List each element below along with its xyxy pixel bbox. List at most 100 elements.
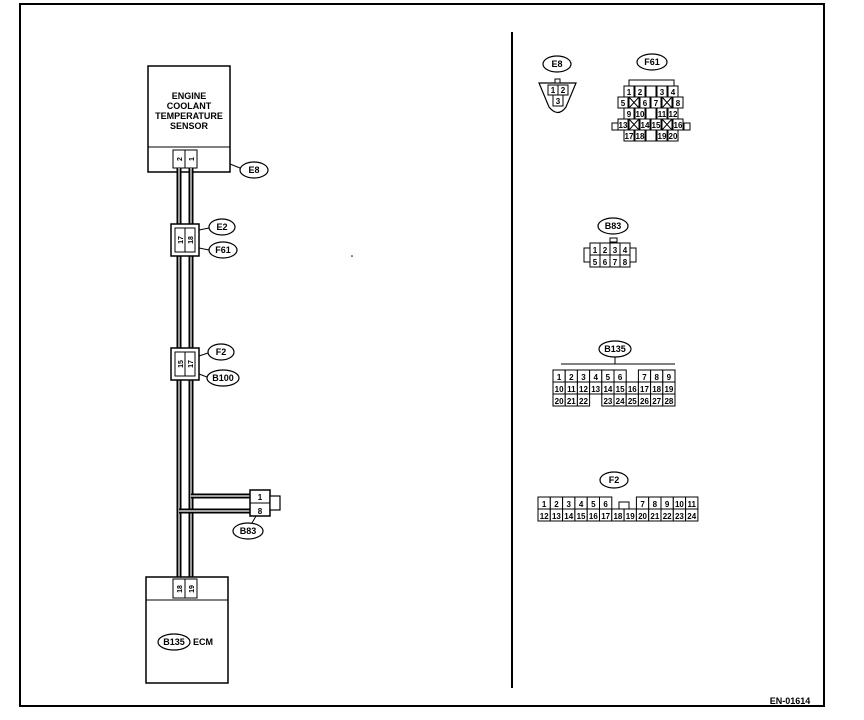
b83-connector: 1 8 bbox=[249, 489, 281, 517]
f61-view-pin-5: 5 bbox=[621, 99, 626, 108]
b83-view-pin-4: 4 bbox=[623, 246, 628, 255]
b83-view-pin-5: 5 bbox=[593, 258, 598, 267]
b83-view-pin-3: 3 bbox=[613, 246, 618, 255]
b135-view-pin-12: 12 bbox=[579, 385, 588, 394]
f2-view-pin-22: 22 bbox=[663, 512, 672, 521]
svg-text:E8: E8 bbox=[551, 59, 562, 69]
e2-pin-17: 17 bbox=[178, 236, 185, 244]
b83-view-pin-1: 1 bbox=[593, 246, 598, 255]
b135-view-pin-11: 11 bbox=[567, 385, 576, 394]
b100-label: B100 bbox=[206, 369, 240, 387]
b135-view-pin-22: 22 bbox=[579, 397, 588, 406]
b135-view-pin-10: 10 bbox=[555, 385, 564, 394]
f61-view-pin-blank-2-2-cell bbox=[645, 107, 657, 120]
f2-view-pin-24-cell bbox=[685, 508, 699, 522]
svg-text:F2: F2 bbox=[216, 347, 227, 357]
f2-view-pin-2: 2 bbox=[554, 500, 559, 509]
b83-view-pin-8: 8 bbox=[623, 258, 628, 267]
f61-left-latch bbox=[611, 122, 619, 131]
b135-view-pin-21: 21 bbox=[567, 397, 576, 406]
f61-view-pin-5-cell bbox=[617, 96, 629, 109]
svg-text:B83: B83 bbox=[605, 221, 622, 231]
f61-view-pin-1: 1 bbox=[627, 88, 632, 97]
sensor-label-line4: SENSOR bbox=[170, 121, 209, 131]
b135-view-pin-9: 9 bbox=[667, 373, 672, 382]
f61-view-pin-17-cell bbox=[623, 129, 635, 142]
f61-view-pin-15: 15 bbox=[652, 121, 661, 130]
f61-view-pin-7: 7 bbox=[654, 99, 659, 108]
connector-view-e8: E8 1 2 3 bbox=[538, 55, 577, 114]
sensor-label-line1: ENGINE bbox=[172, 91, 207, 101]
b83-label: B83 bbox=[232, 522, 264, 540]
b135-view-pin-1: 1 bbox=[557, 373, 562, 382]
sensor-pin-2: 2 bbox=[177, 157, 184, 161]
b135-label-oval bbox=[157, 633, 191, 651]
b135-view-pin-20: 20 bbox=[555, 397, 564, 406]
f2-view-pin-8: 8 bbox=[653, 500, 658, 509]
f61-view-pin-9: 9 bbox=[627, 110, 632, 119]
f2-key-slot bbox=[618, 501, 630, 510]
f2-view-pin-12: 12 bbox=[540, 512, 549, 521]
e8-view-pin-3: 3 bbox=[556, 97, 561, 106]
b83-pin-1: 1 bbox=[258, 493, 263, 502]
f2-view-pin-6: 6 bbox=[603, 500, 608, 509]
f61-view-pin-blank-1-1-cross bbox=[628, 96, 640, 109]
f2-view-pin-13: 13 bbox=[552, 512, 561, 521]
b135-view-pin-7: 7 bbox=[642, 373, 647, 382]
f61-view-pin-13: 13 bbox=[619, 121, 628, 130]
svg-text:E2: E2 bbox=[216, 222, 227, 232]
f61-view-pin-10: 10 bbox=[636, 110, 645, 119]
f61-view-pin-blank-1-4-cross bbox=[661, 96, 673, 109]
figure-code: EN-01614 bbox=[770, 696, 811, 706]
ecm-label: ECM bbox=[193, 637, 213, 647]
f61-view-pin-8: 8 bbox=[676, 99, 681, 108]
b135-view-pin-13: 13 bbox=[591, 385, 600, 394]
e8-label: E8 bbox=[239, 161, 269, 179]
f2-view-pin-24: 24 bbox=[687, 512, 696, 521]
b135-view-pin-4: 4 bbox=[593, 373, 598, 382]
b83-pin-8: 8 bbox=[258, 507, 263, 516]
coolant-temp-sensor: ENGINE COOLANT TEMPERATURE SENSOR 2 1 bbox=[147, 65, 231, 173]
svg-text:E8: E8 bbox=[248, 165, 259, 175]
b135-view-pin-15: 15 bbox=[616, 385, 625, 394]
svg-text:F61: F61 bbox=[215, 245, 231, 255]
f61-view-pin-20-cell bbox=[667, 129, 679, 142]
diagram-frame bbox=[19, 3, 825, 707]
f2-view-pin-1: 1 bbox=[542, 500, 547, 509]
f2-view-pin-20: 20 bbox=[638, 512, 647, 521]
ecm: 18 19 B135 ECM bbox=[145, 576, 229, 684]
f2-view-pin-21: 21 bbox=[650, 512, 659, 521]
f2-pin-17: 17 bbox=[188, 360, 195, 368]
b135-view-pin-22-cell bbox=[576, 393, 591, 407]
f61-view-pin-blank-3-1-cross bbox=[628, 118, 640, 131]
sensor-pin-1: 1 bbox=[189, 157, 196, 161]
ecm-pin-18: 18 bbox=[177, 585, 184, 593]
f61-view-pin-20: 20 bbox=[669, 132, 678, 141]
b135-view-pin-16: 16 bbox=[628, 385, 637, 394]
f2-view-pin-7: 7 bbox=[640, 500, 645, 509]
b135-view-pin-28: 28 bbox=[664, 397, 673, 406]
b83-view-pin-6: 6 bbox=[603, 258, 608, 267]
f2-view-pin-18: 18 bbox=[613, 512, 622, 521]
svg-text:B135: B135 bbox=[604, 344, 626, 354]
f61-view-pin-12: 12 bbox=[669, 110, 678, 119]
sensor-label-line3: TEMPERATURE bbox=[155, 111, 223, 121]
f61-view-pin-6: 6 bbox=[643, 99, 648, 108]
f61-view-pin-3: 3 bbox=[660, 88, 665, 97]
b135-view-pin-28-cell bbox=[662, 393, 676, 407]
f61-view-pin-14: 14 bbox=[641, 121, 650, 130]
f2-pin-15: 15 bbox=[178, 360, 185, 368]
f2-view-pin-17: 17 bbox=[601, 512, 610, 521]
f2-view-pin-4: 4 bbox=[579, 500, 584, 509]
ecm-pin-19: 19 bbox=[189, 585, 196, 593]
f61-view-pin-blank-4-2-cell bbox=[645, 129, 657, 142]
f61-view-pin-19-cell bbox=[656, 129, 668, 142]
f2-view-pin-9: 9 bbox=[665, 500, 670, 509]
b135-view-pin-6: 6 bbox=[618, 373, 623, 382]
f2-view-pin-3: 3 bbox=[567, 500, 572, 509]
f61-label: F61 bbox=[208, 241, 238, 259]
b83-left-latch bbox=[583, 247, 591, 263]
